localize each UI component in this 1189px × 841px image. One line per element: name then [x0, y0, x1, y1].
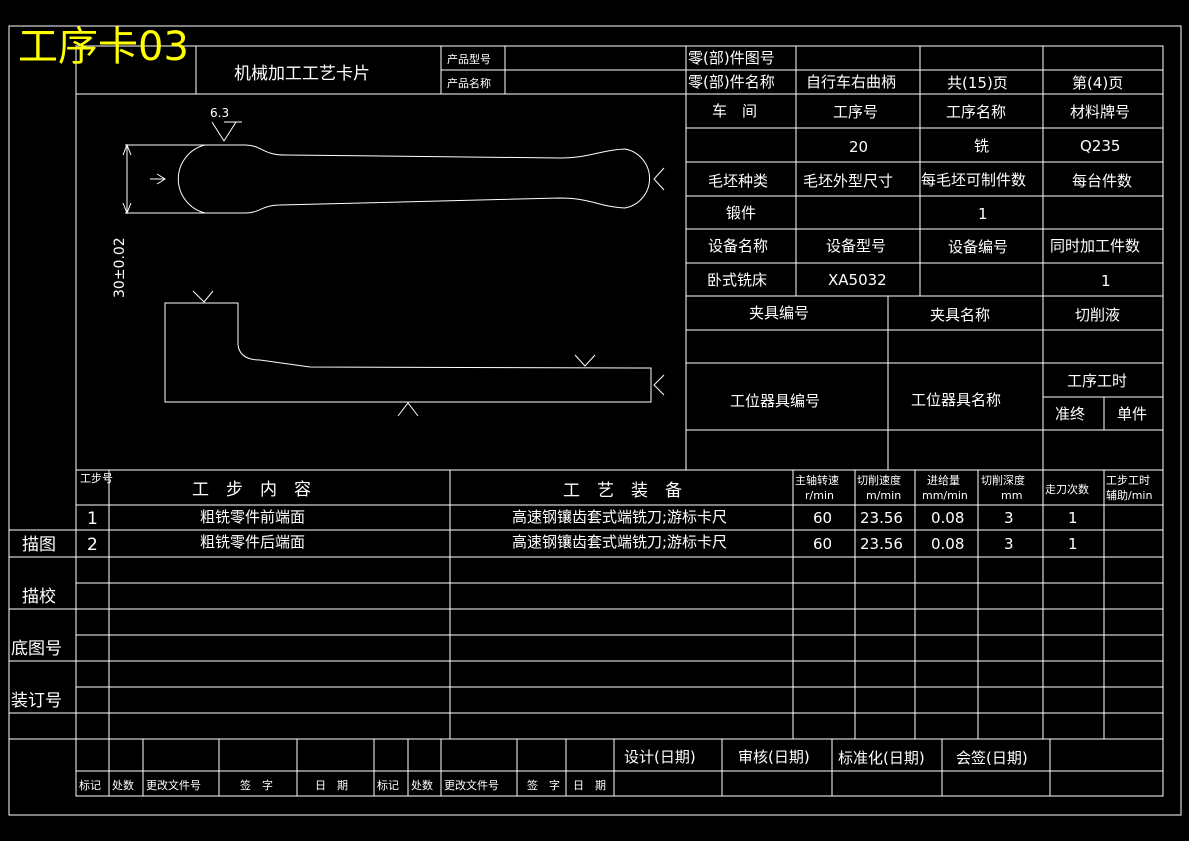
step-2-equip: 高速钢镶齿套式端铣刀;游标卡尺 — [512, 533, 727, 551]
step-1-no: 1 — [87, 509, 98, 529]
page-number: 第(4)页 — [1072, 74, 1123, 92]
side-trace-label: 描图 — [22, 535, 56, 555]
equip-name-label: 设备名称 — [708, 237, 768, 255]
footer-mark: 标记 — [79, 778, 101, 792]
feed-unit: mm/min — [922, 489, 968, 502]
cut-speed-unit: m/min — [866, 489, 901, 502]
step-1-content: 粗铣零件前端面 — [200, 508, 305, 526]
step-2-depth: 3 — [1004, 535, 1014, 553]
footer-mark-2: 标记 — [377, 778, 399, 792]
cut-speed-header: 切削速度 — [857, 473, 901, 487]
per-unit-label: 每台件数 — [1072, 172, 1132, 190]
step-1-passes: 1 — [1068, 509, 1078, 527]
part-drawing-label: 零(部)件图号 — [688, 49, 775, 67]
footer-review: 审核(日期) — [738, 748, 810, 766]
dimension-value: 30±0.02 — [112, 237, 128, 298]
blank-type-value: 锻件 — [726, 204, 756, 222]
card-title: 机械加工工艺卡片 — [234, 64, 370, 84]
step-2-speed: 60 — [813, 535, 832, 553]
footer-change-doc: 更改文件号 — [146, 778, 201, 792]
footer-date-2: 日 期 — [573, 779, 606, 792]
equip-model-value: XA5032 — [828, 271, 887, 289]
material-label: 材料牌号 — [1070, 103, 1130, 121]
equip-no-label: 设备编号 — [948, 238, 1008, 256]
station-tool-no-label: 工位器具编号 — [730, 392, 820, 410]
workshop-label: 车 间 — [712, 102, 757, 120]
process-name-label: 工序名称 — [946, 103, 1006, 121]
spindle-speed-unit: r/min — [805, 489, 834, 502]
step-time-header: 工步工时 — [1106, 474, 1150, 487]
step-2-passes: 1 — [1068, 535, 1078, 553]
total-pages: 共(15)页 — [947, 74, 1008, 92]
part-name-label: 零(部)件名称 — [688, 73, 775, 91]
per-blank-label: 每毛坯可制件数 — [921, 171, 1026, 189]
process-no-label: 工序号 — [833, 103, 878, 121]
footer-place: 处数 — [112, 779, 134, 792]
equip-model-label: 设备型号 — [826, 237, 886, 255]
side-trace-check-label: 描校 — [22, 587, 56, 607]
simul-label: 同时加工件数 — [1050, 237, 1140, 255]
step-content-header: 工 步 内 容 — [192, 480, 311, 500]
prep-time-label: 准终 — [1055, 405, 1085, 423]
per-blank-value: 1 — [978, 205, 988, 223]
coolant-label: 切削液 — [1075, 306, 1120, 324]
step-2-cut-speed: 23.56 — [860, 535, 903, 553]
step-1-equip: 高速钢镶齿套式端铣刀;游标卡尺 — [512, 508, 727, 526]
depth-header: 切削深度 — [981, 473, 1025, 487]
step-equip-header: 工 艺 装 备 — [563, 481, 682, 501]
step-2-no: 2 — [87, 535, 98, 555]
equip-name-value: 卧式铣床 — [707, 271, 767, 289]
process-name-value: 铣 — [974, 137, 989, 155]
unit-time-label: 单件 — [1117, 405, 1147, 423]
step-no-header: 工步号 — [80, 472, 113, 485]
grid-lines — [8, 25, 1182, 816]
part-name-value: 自行车右曲柄 — [806, 73, 896, 91]
step-time-sub: 辅助/min — [1106, 488, 1152, 502]
fixture-name-label: 夹具名称 — [930, 306, 990, 324]
footer-change-doc-2: 更改文件号 — [444, 778, 499, 792]
blank-size-label: 毛坯外型尺寸 — [803, 172, 893, 190]
step-2-feed: 0.08 — [931, 535, 964, 553]
footer-sign: 签 字 — [240, 778, 273, 792]
depth-unit: mm — [1001, 489, 1022, 502]
step-1-speed: 60 — [813, 509, 832, 527]
footer-sign-2: 签 字 — [527, 778, 560, 792]
process-no-value: 20 — [849, 138, 868, 156]
side-binding-no-label: 装订号 — [11, 691, 62, 711]
spindle-speed-header: 主轴转速 — [795, 473, 839, 487]
product-name-label: 产品名称 — [447, 76, 491, 90]
step-1-depth: 3 — [1004, 509, 1014, 527]
step-2-content: 粗铣零件后端面 — [200, 533, 305, 551]
roughness-value: 6.3 — [210, 106, 229, 120]
passes-header: 走刀次数 — [1045, 482, 1089, 496]
product-model-label: 产品型号 — [447, 52, 491, 66]
footer-date: 日 期 — [315, 779, 348, 792]
step-1-feed: 0.08 — [931, 509, 964, 527]
highlight-title: 工序卡03 — [18, 24, 189, 70]
footer-countersign: 会签(日期) — [956, 749, 1028, 767]
part-drawing — [122, 121, 665, 417]
step-1-cut-speed: 23.56 — [860, 509, 903, 527]
feed-header: 进给量 — [927, 474, 960, 487]
footer-design: 设计(日期) — [624, 748, 696, 766]
footer-standard: 标准化(日期) — [838, 749, 925, 767]
fixture-no-label: 夹具编号 — [749, 304, 809, 322]
simul-value: 1 — [1101, 272, 1111, 290]
blank-type-label: 毛坯种类 — [708, 172, 768, 190]
material-value: Q235 — [1080, 137, 1120, 155]
process-time-label: 工序工时 — [1067, 372, 1127, 390]
side-base-no-label: 底图号 — [11, 639, 62, 659]
footer-place-2: 处数 — [411, 779, 433, 792]
station-tool-name-label: 工位器具名称 — [911, 391, 1001, 409]
